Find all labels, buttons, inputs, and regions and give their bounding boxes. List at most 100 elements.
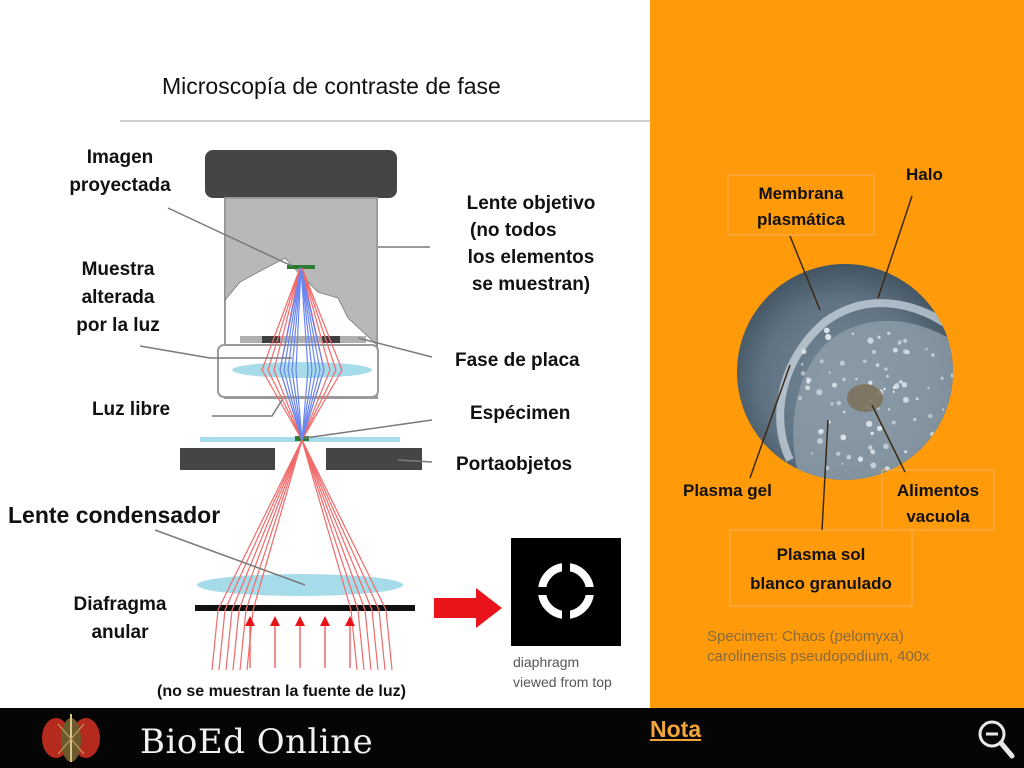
light-ray: [283, 267, 302, 371]
light-ray: [224, 439, 303, 611]
membrana-label-box: [727, 174, 875, 236]
label-alimentos-vacuola: Alimentos vacuola: [882, 478, 994, 530]
granule: [899, 380, 903, 384]
light-source-note: (no se muestran la fuente de luz): [157, 683, 406, 700]
granule: [805, 385, 811, 391]
label-plasma-sol: Plasma sol blanco granulado: [730, 540, 912, 598]
granule: [925, 347, 928, 351]
granule: [883, 443, 889, 450]
label-membrana-plasmatica: Membrana plasmática: [728, 181, 874, 233]
granule: [945, 447, 951, 454]
light-ray: [261, 369, 303, 441]
light-ray: [301, 369, 325, 441]
granule: [892, 390, 895, 393]
granule: [800, 371, 806, 376]
label-halo: Halo: [906, 165, 943, 184]
granule: [800, 363, 804, 366]
label-line: Alimentos: [896, 481, 980, 500]
light-ray: [252, 439, 303, 611]
granule: [933, 432, 938, 438]
light-ray: [301, 369, 343, 441]
granule: [950, 373, 953, 378]
light-ray: [273, 267, 301, 371]
granule: [870, 431, 874, 436]
granule: [868, 380, 873, 385]
granule: [855, 377, 858, 381]
light-arrow-head: [295, 616, 305, 626]
light-ray: [279, 369, 303, 441]
light-ray: [245, 439, 303, 611]
page-title: Microscopía de contraste de fase: [162, 73, 501, 99]
label-luz-libre: Luz libre: [91, 399, 171, 420]
footer-bar: [0, 708, 1024, 768]
label-especimen: Espécimen: [470, 403, 571, 424]
light-ray: [291, 267, 302, 371]
granule: [817, 438, 823, 445]
leader-lines: [139, 207, 433, 586]
granules: [798, 327, 953, 471]
light-ray: [231, 439, 303, 611]
granule: [927, 386, 930, 389]
granule: [891, 420, 896, 425]
pseudopodium-halo: [776, 299, 953, 462]
light-ray: [301, 267, 337, 371]
light-rays: [211, 267, 393, 671]
caption-line: viewed from top: [513, 674, 612, 690]
objective-lens: [232, 362, 372, 378]
granule: [825, 466, 830, 470]
light-ray: [300, 267, 325, 371]
light-ray: [218, 609, 226, 671]
nota-link[interactable]: Nota: [650, 716, 702, 742]
caption-line: diaphragm: [513, 654, 580, 670]
granule: [903, 338, 908, 343]
label-lente-objetivo: Lente objetivo (no todos los elementos s…: [440, 190, 622, 298]
granule: [867, 337, 874, 344]
light-ray: [357, 609, 365, 671]
label-line: Diafragma: [73, 594, 167, 615]
condenser-lens: [197, 574, 403, 596]
label-line: (no todos: [470, 220, 557, 241]
annular-diaphragm: [195, 605, 415, 611]
granule: [877, 335, 881, 339]
label-line: alterada: [81, 287, 155, 308]
granule: [830, 402, 834, 406]
light-ray: [300, 267, 317, 371]
label-imagen-proyectada: Imagen proyectada: [69, 144, 170, 200]
granule: [862, 359, 867, 364]
phase-plate: [240, 336, 366, 343]
label-fase-de-placa: Fase de placa: [455, 350, 580, 371]
granule: [841, 462, 844, 465]
granule: [842, 377, 846, 382]
light-ray: [301, 439, 373, 611]
granule: [875, 363, 880, 367]
light-ray: [301, 267, 331, 371]
light-ray: [232, 609, 240, 671]
label-plasma-gel: Plasma gel: [683, 481, 772, 500]
label-line: Membrana: [758, 184, 844, 203]
title-divider: [120, 120, 650, 122]
granule: [896, 382, 899, 385]
light-ray: [364, 609, 372, 671]
specimen-caption: Specimen: Chaos (pelomyxa) carolinensis …: [707, 627, 930, 667]
granule: [806, 377, 810, 382]
light-arrow-head: [270, 616, 280, 626]
granule: [840, 434, 847, 441]
light-ray: [385, 609, 393, 671]
caption-line: carolinensis pseudopodium, 400x: [707, 648, 930, 665]
zoom-out-icon[interactable]: [976, 718, 1016, 760]
phase-plate-left-ring: [262, 336, 280, 343]
mosquito-logo-icon: [42, 714, 100, 762]
light-ray: [301, 439, 359, 611]
light-ray: [239, 609, 247, 671]
granule: [884, 367, 888, 371]
light-ray: [350, 609, 358, 671]
label-line: vacuola: [906, 507, 970, 526]
granule: [928, 413, 933, 419]
objective-cap: [205, 150, 397, 198]
granule: [940, 460, 944, 465]
light-ray: [301, 439, 352, 611]
granule: [842, 410, 846, 414]
light-ray: [371, 609, 379, 671]
light-ray: [301, 369, 321, 441]
granule: [871, 349, 877, 354]
